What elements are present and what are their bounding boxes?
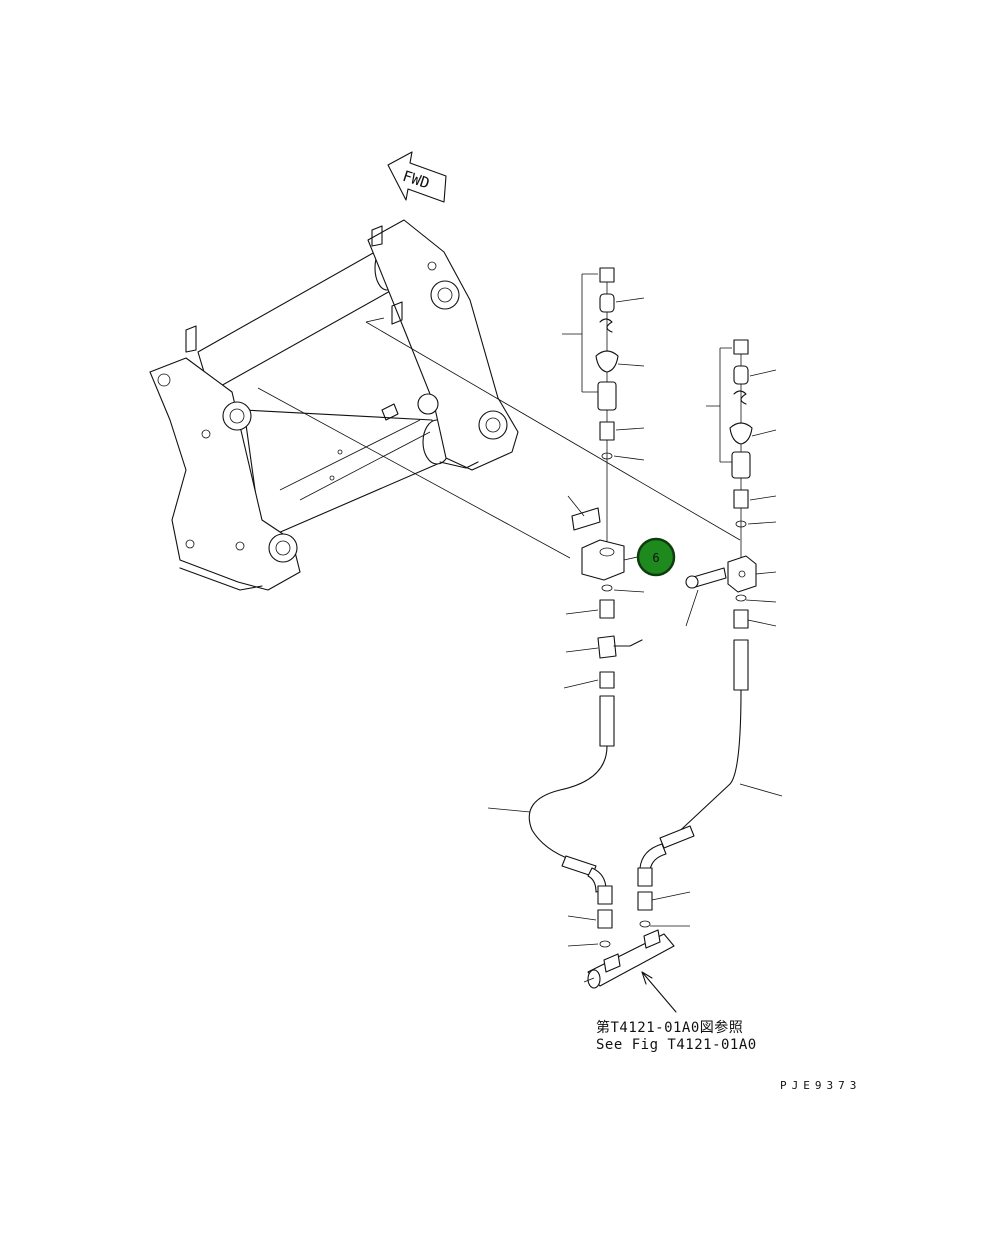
frame-leaders [257,317,741,559]
bottom-manifold [583,929,677,1013]
callout-6[interactable]: 6 [623,537,676,577]
reference-jp: 第T4121-01A0図参照 [596,1019,743,1036]
loader-frame [149,219,519,591]
left-fitting-stack [562,267,645,546]
callout-6-number[interactable]: 6 [652,551,659,565]
left-hose-assembly [487,599,643,948]
fwd-arrow: FWD [387,151,447,203]
right-valve-block [685,555,777,627]
right-fitting-stack [706,339,777,560]
callout-6-circle[interactable] [636,537,676,577]
drawing-code: PJE9373 [780,1079,861,1092]
right-hose-assembly [637,609,783,928]
reference-en: See Fig T4121-01A0 [596,1037,757,1053]
figure-reference: 第T4121-01A0図参照 See Fig T4121-01A0 [596,1019,757,1053]
left-valve-block [567,495,645,593]
